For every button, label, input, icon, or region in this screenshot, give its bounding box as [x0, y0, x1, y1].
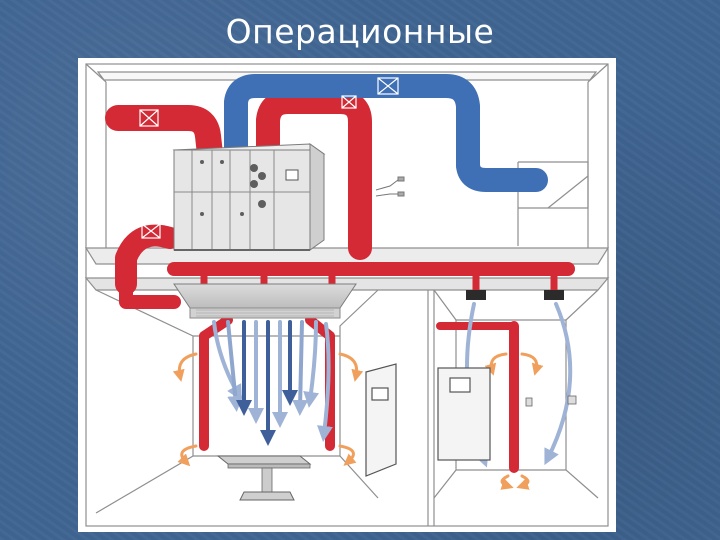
- diffuser-icon: [466, 290, 564, 300]
- return-duct: [224, 74, 548, 192]
- slide-title: Операционные: [225, 12, 495, 51]
- ventilation-diagram: [78, 58, 616, 532]
- duct-grilles: [139, 77, 399, 239]
- supply-duct: [105, 90, 575, 473]
- air-handling-unit-icon: [172, 143, 326, 251]
- return-airflow-arrows: [172, 352, 544, 490]
- operating-table-icon: [216, 455, 312, 501]
- control-cables: [375, 176, 405, 197]
- wall-switches: [525, 395, 577, 407]
- laminar-flow-ceiling-icon: [173, 283, 357, 319]
- laminar-airflow-arrows: [212, 320, 333, 446]
- door-icon: [365, 363, 491, 477]
